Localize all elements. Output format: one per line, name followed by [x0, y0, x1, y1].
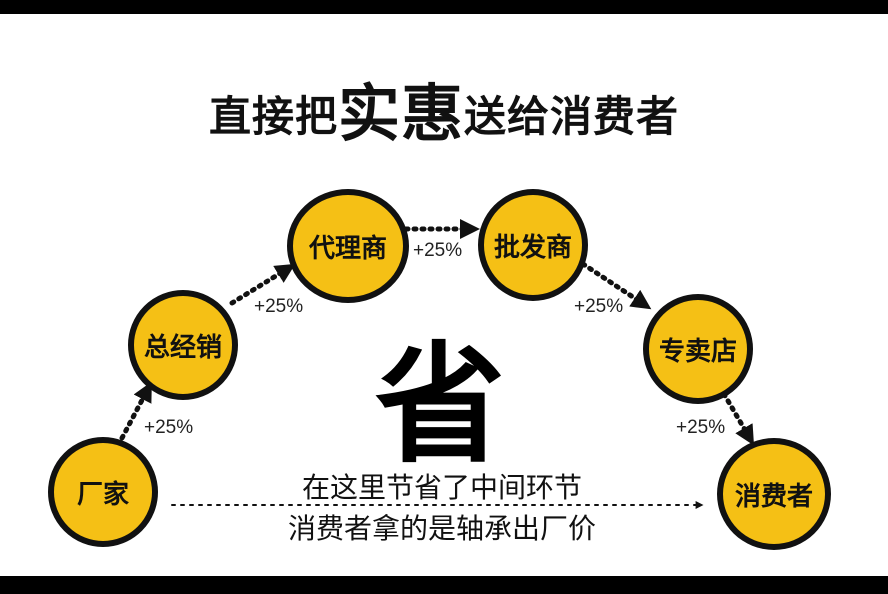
title-highlight-2: 惠: [401, 77, 465, 150]
title-part-2: 送给消费者: [464, 92, 680, 141]
node-consumer-label: 消费者: [734, 481, 813, 512]
node-factory-label: 厂家: [76, 479, 129, 510]
node-consumer: 消费者: [717, 438, 831, 550]
title-highlight-1: 实: [337, 77, 401, 150]
caption-line-2: 消费者拿的是轴承出厂价: [287, 512, 596, 545]
arrow-store-to-consumer: [721, 391, 755, 446]
title-part-1: 直接把: [208, 92, 338, 141]
node-agent: 代理商: [287, 189, 409, 303]
arrow-distributor-to-agent: [229, 263, 296, 306]
node-distributor-label: 总经销: [143, 332, 222, 363]
node-store: 专卖店: [643, 294, 753, 404]
node-wholesaler-label: 批发商: [493, 232, 572, 263]
node-store-label: 专卖店: [658, 336, 737, 367]
markup-label-5: +25%: [676, 417, 726, 438]
markup-label-3: +25%: [413, 240, 463, 261]
node-distributor: 总经销: [128, 290, 238, 400]
node-wholesaler: 批发商: [478, 189, 588, 301]
markup-label-1: +25%: [144, 417, 194, 438]
save-character: 省: [374, 329, 505, 481]
node-agent-label: 代理商: [308, 233, 387, 264]
arrow-factory-to-distributor: [119, 381, 153, 441]
caption-line-1: 在这里节省了中间环节: [301, 471, 582, 504]
markup-label-2: +25%: [254, 296, 304, 317]
markup-label-4: +25%: [574, 296, 624, 317]
node-factory: 厂家: [48, 437, 158, 547]
arrow-wholesaler-to-store: [580, 261, 652, 310]
page-title: 直接把实惠送给消费者: [0, 83, 888, 145]
